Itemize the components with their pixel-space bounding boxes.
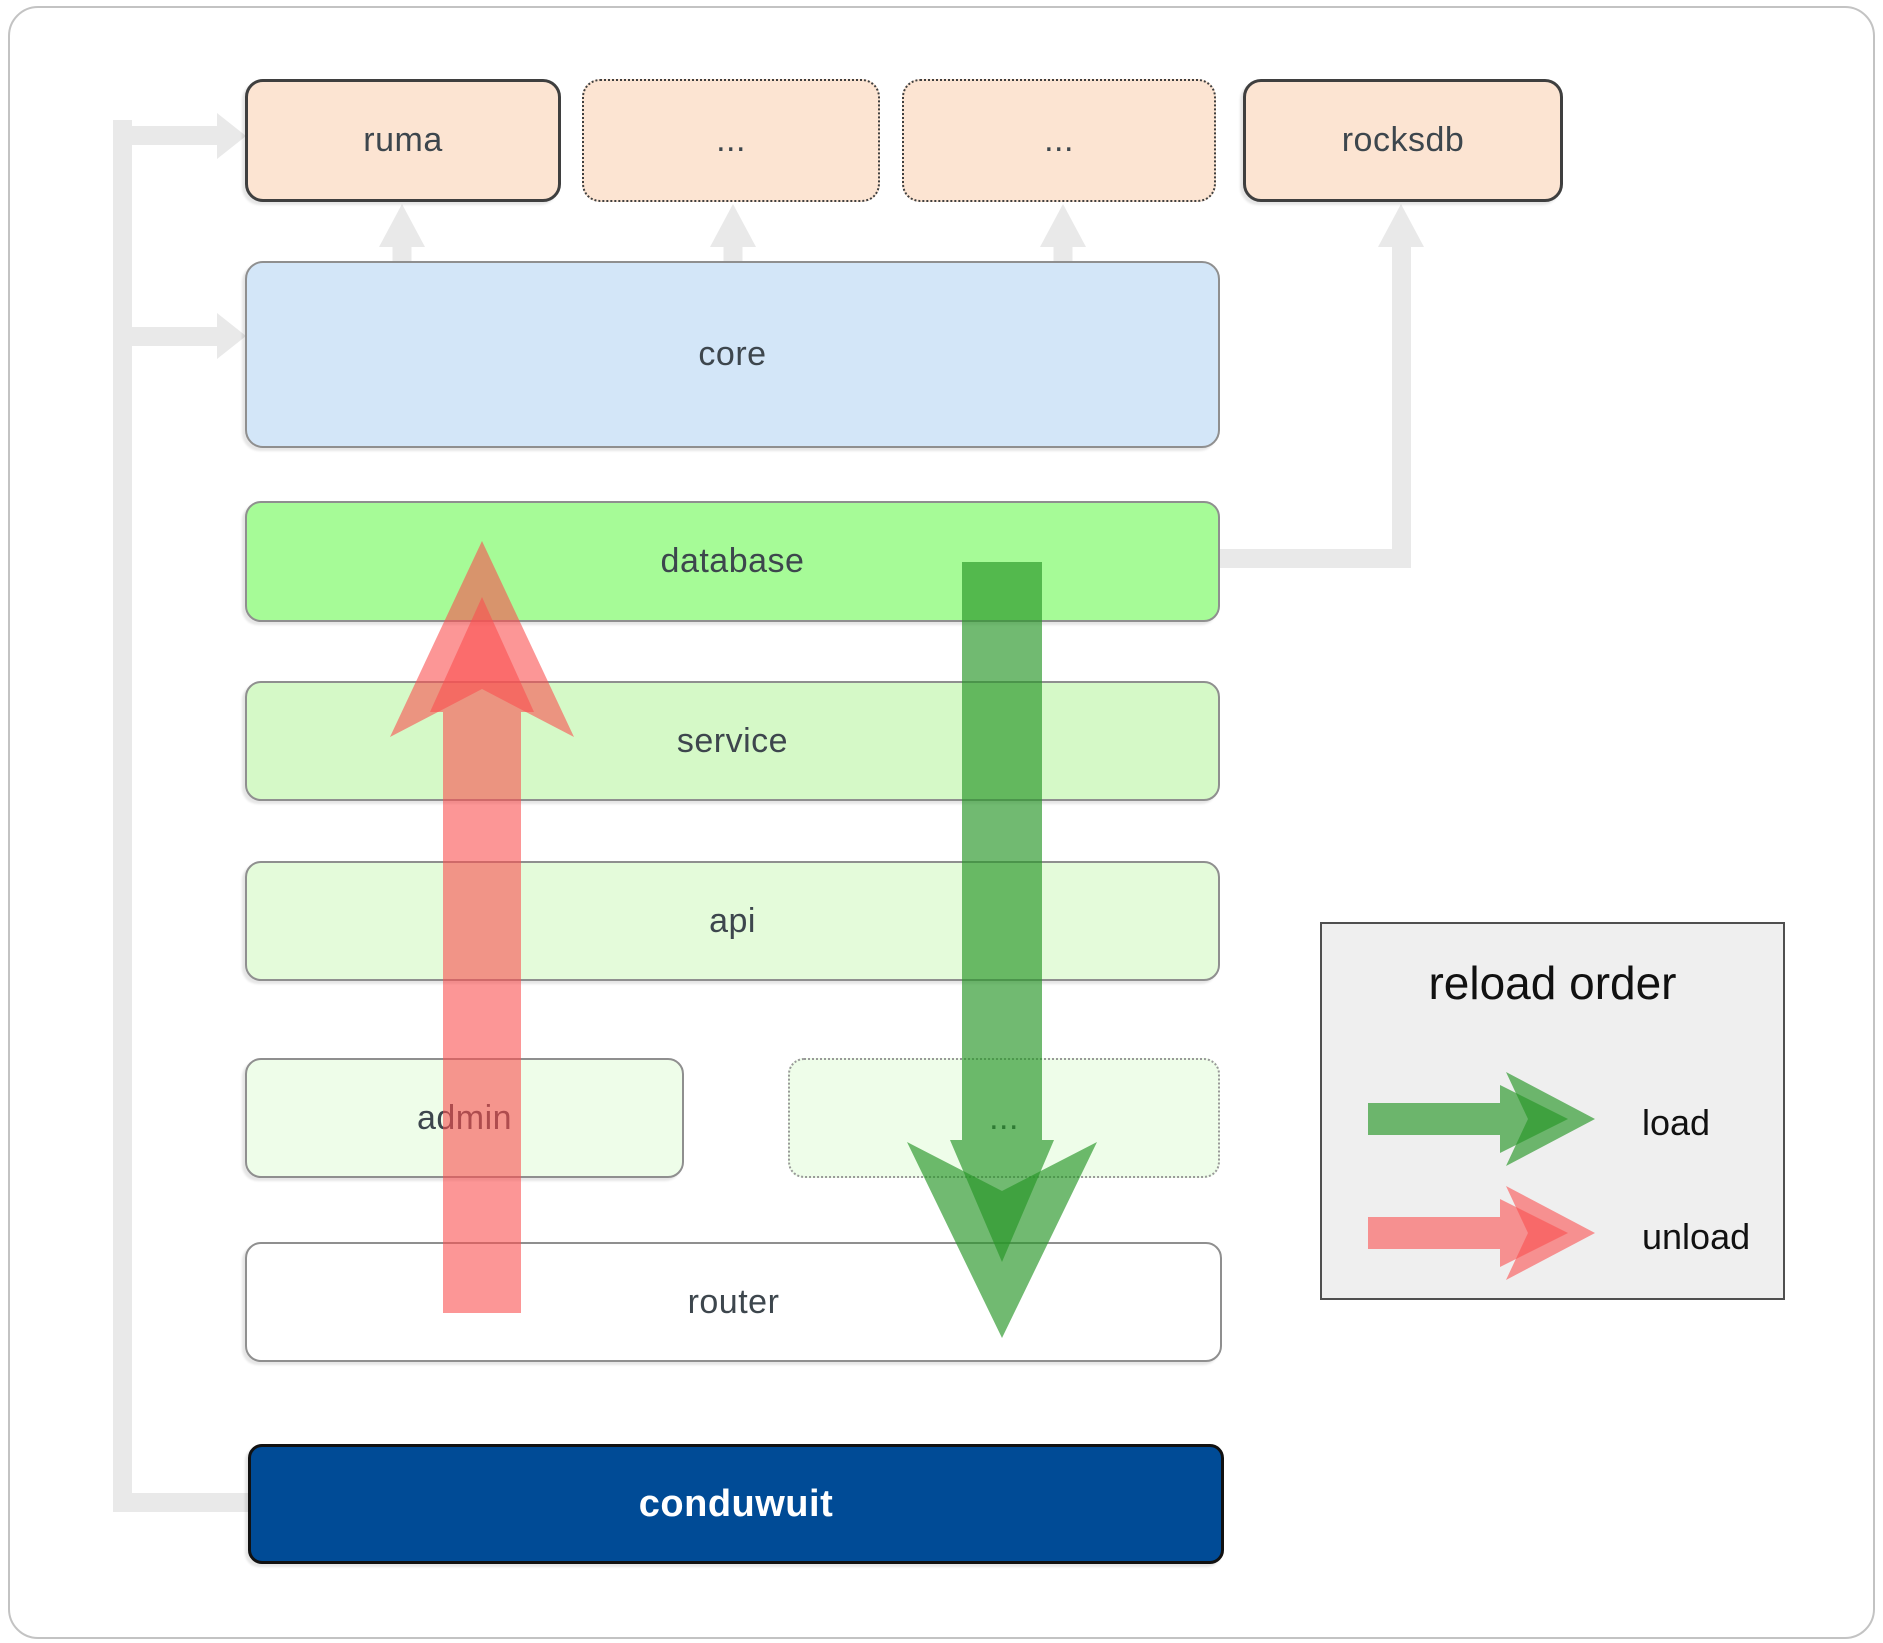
node-label: core xyxy=(698,335,767,373)
arrowhead-to-ruma xyxy=(217,113,246,159)
legend: reload order load unload xyxy=(1320,922,1785,1300)
node-label: api xyxy=(709,901,756,940)
legend-unload-label: unload xyxy=(1642,1216,1751,1257)
node-api: api xyxy=(245,861,1220,981)
node-router: router xyxy=(245,1242,1222,1362)
node-ellipsis-admin: ... xyxy=(788,1058,1220,1178)
node-label: ... xyxy=(989,1098,1019,1137)
arrowhead-core-ellipsis1 xyxy=(710,204,756,247)
node-label: service xyxy=(676,721,789,760)
node-label: router xyxy=(687,1282,780,1321)
connector-trunk xyxy=(113,120,132,1512)
node-label: database xyxy=(660,542,805,580)
node-ellipsis-top-1: ... xyxy=(582,79,880,202)
node-label: admin xyxy=(416,1098,513,1137)
node-label: conduwuit xyxy=(638,1482,834,1525)
node-label: rocksdb xyxy=(1341,121,1465,159)
node-ruma: ruma xyxy=(245,79,561,202)
node-service: service xyxy=(245,681,1220,801)
node-label: ... xyxy=(1044,121,1074,159)
node-ellipsis-top-2: ... xyxy=(902,79,1216,202)
arrowhead-to-rocksdb xyxy=(1378,204,1424,247)
node-core: core xyxy=(245,261,1220,448)
node-admin: admin xyxy=(245,1058,684,1178)
node-label: ruma xyxy=(363,121,443,159)
legend-title: reload order xyxy=(1428,957,1677,1009)
node-database: database xyxy=(245,501,1220,622)
node-label: ... xyxy=(716,121,746,159)
legend-load-label: load xyxy=(1642,1102,1711,1143)
outer-frame xyxy=(8,6,1875,1639)
arrowhead-core-ruma xyxy=(379,204,425,247)
arrowhead-to-core xyxy=(217,313,246,359)
arrowhead-core-ellipsis2 xyxy=(1040,204,1086,247)
node-rocksdb: rocksdb xyxy=(1243,79,1563,202)
node-conduwuit: conduwuit xyxy=(248,1444,1224,1564)
